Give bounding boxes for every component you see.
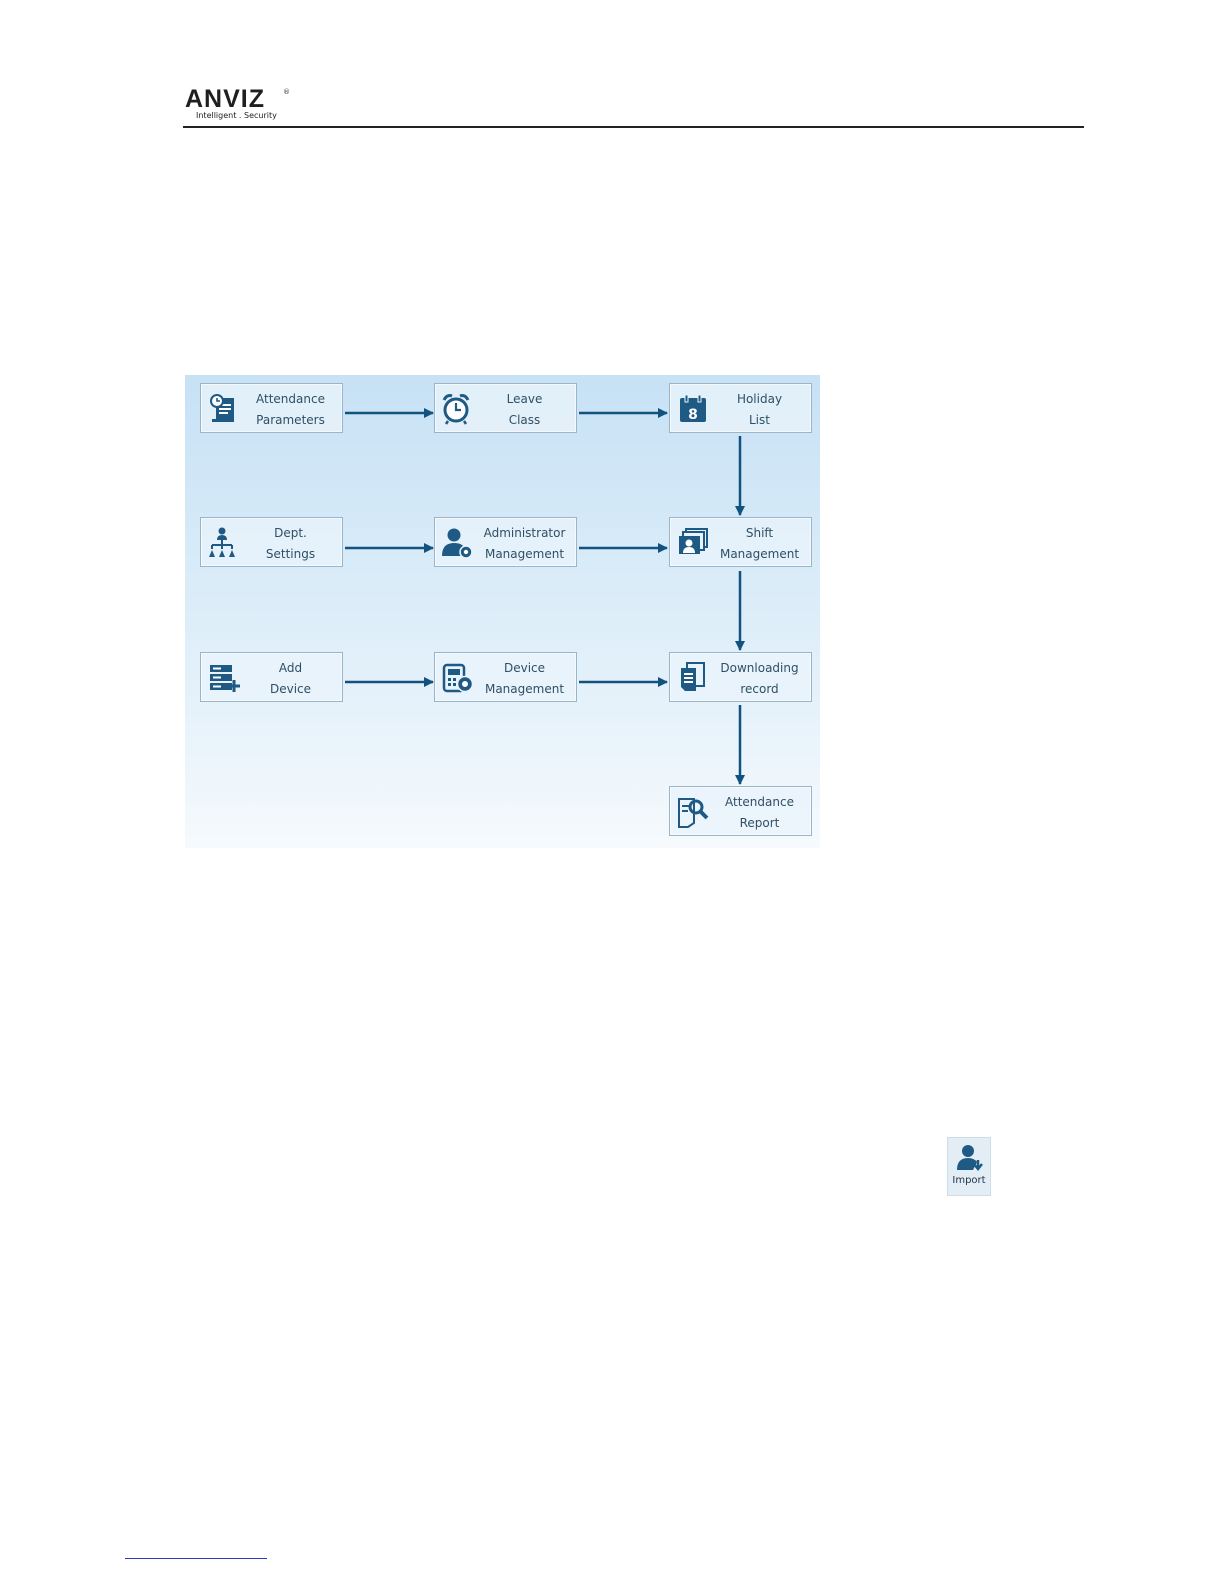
registered-mark: ® [283, 88, 290, 96]
device-gear-icon [441, 661, 475, 695]
import-label: Import [948, 1175, 990, 1186]
node-label: Administrator [475, 523, 574, 544]
alarm-clock-icon [441, 392, 475, 426]
report-search-icon [676, 795, 710, 829]
node-label: Downloading [710, 658, 809, 679]
documents-icon [676, 661, 710, 695]
header-divider [183, 126, 1084, 128]
node-label: Leave [475, 389, 574, 410]
node-label: List [710, 410, 809, 431]
node-label: Dept. [241, 523, 340, 544]
footer-link-underline [125, 1558, 267, 1559]
node-label: Holiday [710, 389, 809, 410]
calendar-icon: 8 [676, 392, 710, 426]
node-label: Shift [710, 523, 809, 544]
node-label: Management [475, 679, 574, 700]
server-plus-icon [207, 661, 241, 695]
node-label: Settings [241, 544, 340, 565]
flow-arrows [185, 375, 820, 848]
user-gear-icon [441, 526, 475, 560]
document-clock-icon [207, 392, 241, 426]
import-button[interactable]: Import [947, 1137, 991, 1196]
shift-cards-icon [676, 526, 710, 560]
node-label: Parameters [241, 410, 340, 431]
node-label: Device [475, 658, 574, 679]
logo-tagline: Intelligent . Security [196, 111, 277, 120]
node-label: Management [475, 544, 574, 565]
node-label: Report [710, 813, 809, 834]
node-dept-settings[interactable]: Dept.Settings [200, 517, 343, 567]
node-label: Add [241, 658, 340, 679]
node-label: Attendance [710, 792, 809, 813]
logo-wordmark: ANVIZ [185, 86, 265, 112]
anviz-logo: ANVIZ ® Intelligent . Security [185, 86, 295, 122]
node-label: Class [475, 410, 574, 431]
node-label: Attendance [241, 389, 340, 410]
node-label: Management [710, 544, 809, 565]
org-chart-icon [207, 526, 241, 560]
user-download-icon [955, 1143, 985, 1173]
node-label: record [710, 679, 809, 700]
calendar-day-number: 8 [688, 407, 698, 423]
node-label: Device [241, 679, 340, 700]
